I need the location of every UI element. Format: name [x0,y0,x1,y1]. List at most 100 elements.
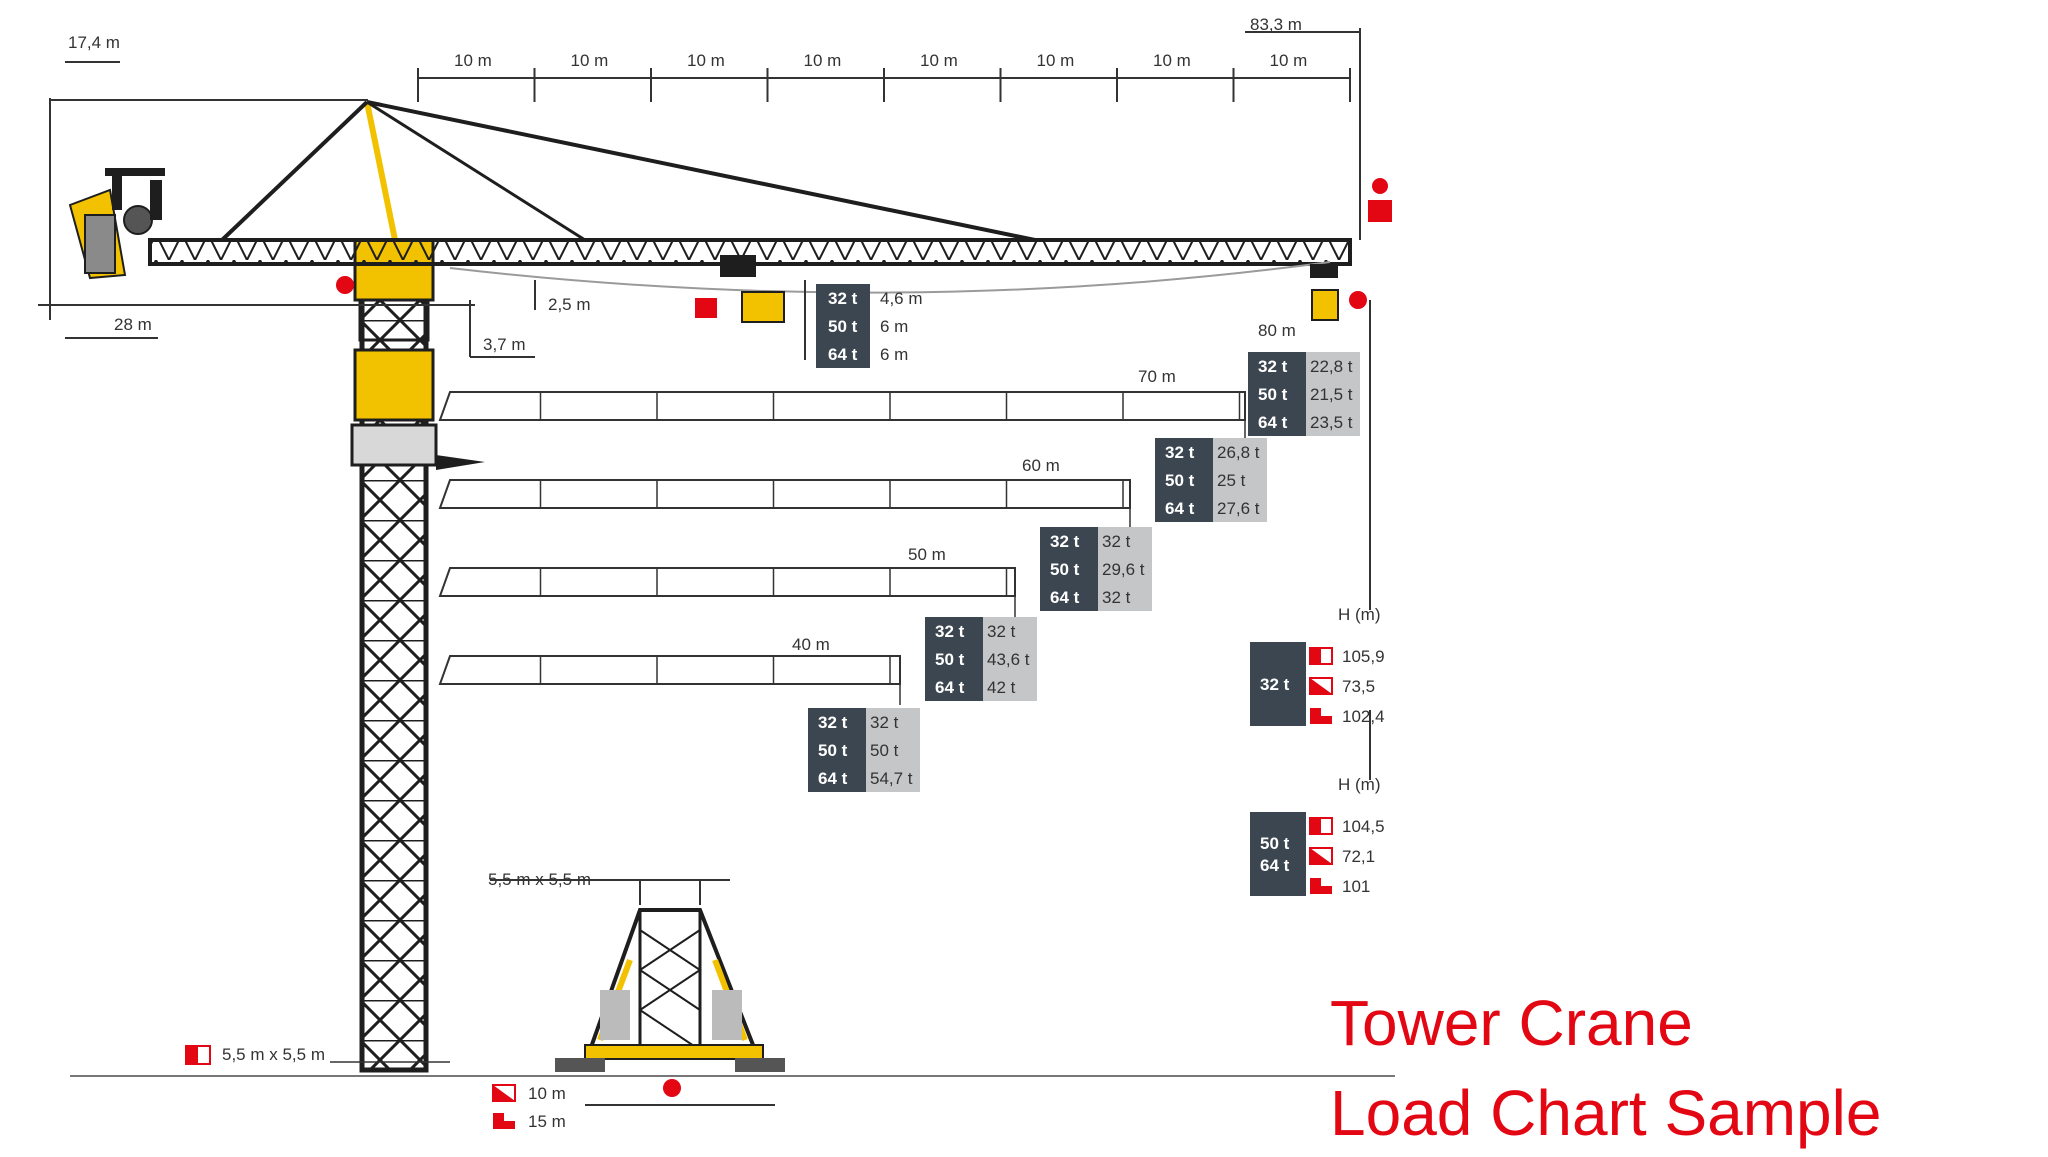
tower-section-label: 5,5 m x 5,5 m [222,1045,325,1064]
jib-variant-outline [438,391,1246,441]
capacity-class-cell [1248,352,1306,380]
tip-load-cell [866,708,920,736]
tip-load: 21,5 t [1310,385,1353,404]
capacity-class: 64 t [818,769,848,788]
capacity-class-cell [1040,555,1098,583]
min-radius-capacity-cell [816,340,870,368]
tip-load: 50 t [870,741,899,760]
top-height-label: 17,4 m [68,33,120,52]
capacity-class-cell [925,673,983,701]
tip-load: 23,5 t [1310,413,1353,432]
segment-label: 10 m [1153,51,1191,70]
slewing-indicator-icon [336,276,354,294]
capacity-class: 32 t [935,622,965,641]
mast-free-icon [1309,647,1333,665]
title-line-1: Tower Crane [1330,987,1693,1059]
tip-load: 54,7 t [870,769,913,788]
tip-load: 29,6 t [1102,560,1145,579]
jib-capacity-tables: 80 m 32 t 22,8 t 50 t 21,5 t 64 t 23,5 t 70 m 32… [792,321,1360,792]
tip-load-cell [1213,494,1267,522]
tip-load-cell [983,617,1037,645]
height-header: H (m) [1338,605,1380,624]
mast-free-icon [1309,817,1333,835]
jib-variant-outline [438,655,901,705]
square-icon [1310,878,1332,894]
tip-load-cell [1098,583,1152,611]
min-radius-capacity: 64 t [828,345,858,364]
capacity-class-cell [1155,466,1213,494]
jib-variant-label: 50 m [908,545,946,564]
counter-jib-label: 28 m [114,315,152,334]
height-value: 102,4 [1342,707,1385,726]
height-capacity: 64 t [1260,856,1290,875]
tip-load-cell [1306,352,1360,380]
tip-load: 25 t [1217,471,1246,490]
trolley-inner [695,255,785,323]
tip-load: 32 t [1102,588,1131,607]
segment-label: 10 m [687,51,725,70]
tip-load-cell [1098,527,1152,555]
travel-indicator-icon [663,1079,681,1097]
base-10-label: 10 m [528,1084,566,1103]
capacity-class-cell [808,736,866,764]
tip-load: 22,8 t [1310,357,1353,376]
jib-variant-outlines [438,391,1246,705]
height-capacity-cell [1250,812,1306,896]
tip-load-cell [983,673,1037,701]
capacity-class: 50 t [1258,385,1288,404]
capacity-class: 50 t [1165,471,1195,490]
trolley-outer [1310,178,1392,321]
capacity-class-cell [808,764,866,792]
capacity-class: 64 t [1258,413,1288,432]
capacity-class: 32 t [1258,357,1288,376]
capacity-class-cell [925,617,983,645]
capacity-class: 32 t [1165,443,1195,462]
tip-load-cell [1213,438,1267,466]
tip-load: 32 t [870,713,899,732]
jib-variant-outline [438,479,1131,529]
height-value: 104,5 [1342,817,1385,836]
tip-load: 32 t [1102,532,1131,551]
height-value: 101 [1342,877,1370,896]
min-radius-value: 6 m [880,345,908,364]
counter-jib-machinery [68,168,165,280]
height-value: 72,1 [1342,847,1375,866]
capacity-class: 50 t [1050,560,1080,579]
height-value: 73,5 [1342,677,1375,696]
tip-load: 32 t [987,622,1016,641]
jib-variant-label: 70 m [1138,367,1176,386]
tower-offset-label: 3,7 m [483,335,526,354]
base-section-label: 5,5 m x 5,5 m [488,870,591,889]
capacity-class-cell [925,645,983,673]
capacity-class: 64 t [1050,588,1080,607]
jib-variant-label: 40 m [792,635,830,654]
segment-label: 10 m [920,51,958,70]
capacity-class: 64 t [1165,499,1195,518]
diagonal-icon [1309,677,1333,695]
capacity-class: 64 t [935,678,965,697]
square-icon [1310,708,1332,724]
cat-head [220,100,1036,242]
height-capacity-cell [1250,642,1306,726]
jib-variant-label: 80 m [1258,321,1296,340]
tip-load-cell [1306,380,1360,408]
tip-load: 43,6 t [987,650,1030,669]
tip-load-cell [1098,555,1152,583]
title-line-2: Load Chart Sample [1330,1077,1881,1149]
min-radius-capacity: 50 t [828,317,858,336]
capacity-class-cell [1040,583,1098,611]
segment-label: 10 m [1037,51,1075,70]
min-radius-capacity: 32 t [828,289,858,308]
capacity-class: 50 t [818,741,848,760]
segment-label: 10 m [804,51,842,70]
height-capacity: 32 t [1260,675,1290,694]
tower [336,238,485,1073]
min-radius-capacity-cell [816,312,870,340]
tip-load-cell [866,736,920,764]
segment-label: 10 m [571,51,609,70]
capacity-class: 50 t [935,650,965,669]
